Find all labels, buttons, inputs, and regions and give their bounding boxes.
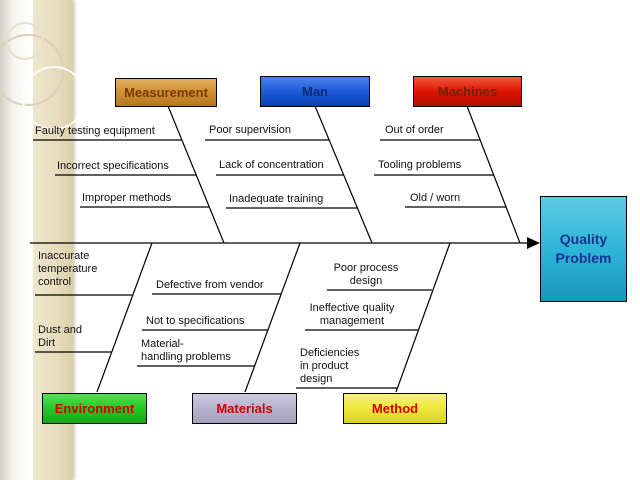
decorative-circle-icon [22,66,86,130]
cause-label-method-3: Deficiencies in product design [300,347,360,385]
cause-label-materials-1: Defective from vendor [156,279,264,291]
cause-label-method-2: Ineffective quality management [309,302,395,327]
cause-label-measurement-2: Incorrect specifications [57,160,169,172]
cause-label-environment-1: Inaccurate temperature control [38,250,98,288]
category-box-measurement: Measurement [115,78,217,107]
cause-label-man-1: Poor supervision [209,124,291,136]
category-box-machines: Machines [413,76,522,107]
cause-label-measurement-3: Improper methods [82,192,172,204]
spine-arrowhead-icon [527,237,540,249]
cause-label-man-3: Inadequate training [229,193,324,205]
decorative-circle-icon [6,22,44,60]
category-box-environment: Environment [42,393,147,424]
materials-branch-line [244,242,301,393]
cause-label-environment-2: Dust and Dirt [38,324,83,349]
cause-label-materials-3: Material- handling problems [141,338,231,363]
machines-branch-line [466,105,521,244]
category-box-method: Method [343,393,447,424]
cause-label-man-2: Lack of concentration [219,159,324,171]
cause-label-machines-2: Tooling problems [378,159,462,171]
cause-label-method-1: Poor process design [333,262,399,287]
cause-label-machines-1: Out of order [385,124,444,136]
cause-label-measurement-1: Faulty testing equipment [35,125,155,137]
cause-label-machines-3: Old / worn [410,192,461,204]
category-box-materials: Materials [192,393,297,424]
man-branch-line [314,105,373,244]
effect-box-quality-problem: Quality Problem [540,196,627,302]
category-box-man: Man [260,76,370,107]
cause-label-materials-2: Not to specifications [146,315,245,327]
environment-branch-line [96,242,153,393]
